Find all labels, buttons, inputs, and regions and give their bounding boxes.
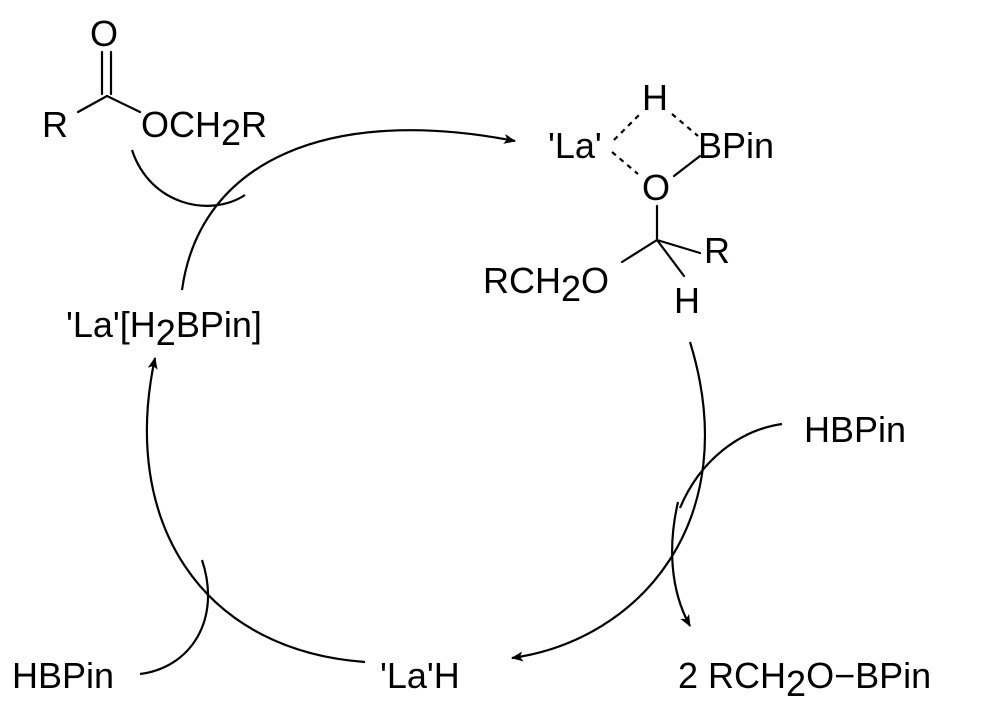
o-b-bond bbox=[672, 154, 702, 178]
intermediate-bpin-label: BPin bbox=[698, 125, 774, 166]
intermediate-r-right-label: R bbox=[704, 230, 730, 271]
intermediate-h-top-label: H bbox=[642, 77, 668, 118]
c-o-ether-bond bbox=[620, 238, 659, 264]
ester-entry-curve bbox=[130, 149, 246, 207]
cycle-arc-right bbox=[511, 341, 707, 662]
la-o-dashed-bond bbox=[611, 151, 639, 175]
ester-structure: O R OCH2R bbox=[42, 13, 267, 207]
ester-och2r-label: OCH2R bbox=[141, 104, 267, 153]
la-h-dashed-bond bbox=[613, 113, 641, 141]
c-h-bond bbox=[655, 238, 686, 278]
hbpin-left-entry-curve bbox=[139, 559, 210, 676]
ester-r-bond bbox=[76, 94, 109, 114]
intermediate-o-center-label: O bbox=[642, 167, 670, 208]
cycle-arc-top bbox=[180, 129, 516, 291]
product-label: 2 RCH2O−BPin bbox=[678, 655, 931, 704]
ester-carbonyl-o-label: O bbox=[90, 13, 118, 54]
product-exit-arrow bbox=[671, 501, 691, 627]
ester-o-bond bbox=[105, 94, 142, 114]
intermediate-structure: 'La' H BPin O R RCH2O H bbox=[483, 77, 774, 321]
intermediate-h-bottom-label: H bbox=[674, 280, 700, 321]
la-h-label: 'La'H bbox=[380, 655, 460, 696]
intermediate-la-label: 'La' bbox=[548, 125, 602, 166]
hbpin-right-entry-curve bbox=[678, 422, 783, 509]
hbpin-left-label: HBPin bbox=[12, 655, 114, 696]
cycle-arc-left bbox=[145, 357, 366, 664]
c-r-bond bbox=[655, 238, 702, 255]
h-b-dashed-bond bbox=[671, 113, 699, 137]
la-h2bpin-label: 'La'[H2BPin] bbox=[66, 304, 262, 353]
intermediate-rch2o-label: RCH2O bbox=[483, 260, 609, 309]
hbpin-right-label: HBPin bbox=[804, 409, 906, 450]
ester-r-label: R bbox=[42, 104, 68, 145]
